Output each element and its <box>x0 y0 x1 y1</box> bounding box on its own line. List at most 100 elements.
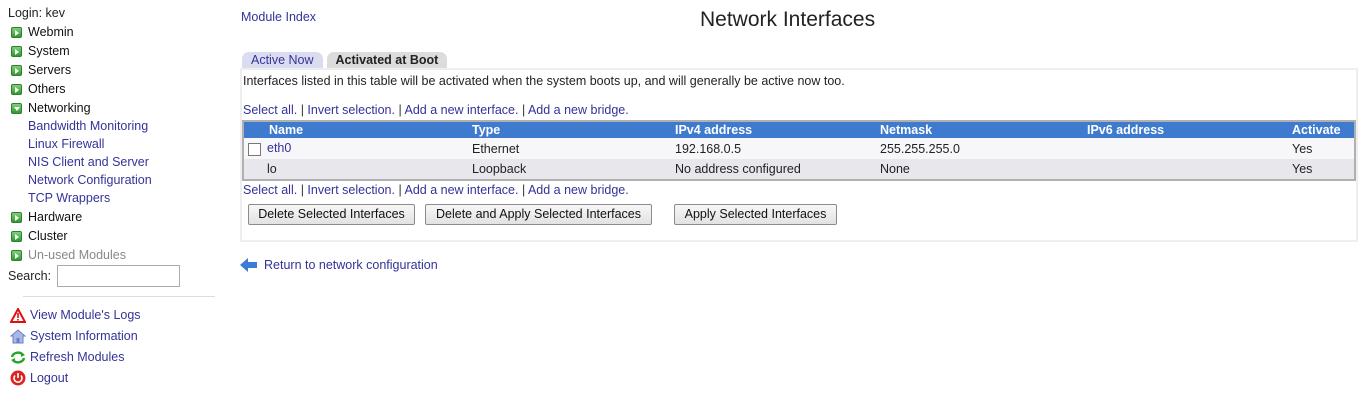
row-checkbox[interactable] <box>248 142 261 156</box>
power-icon <box>10 370 26 386</box>
category-cluster[interactable]: Cluster <box>11 227 68 245</box>
category-unused-modules[interactable]: Un-used Modules <box>11 246 126 264</box>
category-webmin[interactable]: Webmin <box>11 23 74 41</box>
cell-ipv6 <box>1083 159 1288 180</box>
refresh-modules-link[interactable]: Refresh Modules <box>10 349 125 365</box>
column-header-name: Name <box>243 121 468 138</box>
cell-ipv4: No address configured <box>671 159 876 180</box>
refresh-icon <box>10 349 26 365</box>
expand-icon <box>11 230 22 242</box>
divider <box>23 296 215 297</box>
sidebar-item-bandwidth-monitoring[interactable]: Bandwidth Monitoring <box>28 119 149 133</box>
cell-ipv4: 192.168.0.5 <box>671 138 876 159</box>
separator: | <box>300 183 308 197</box>
category-label: System <box>28 44 70 58</box>
category-label: Webmin <box>28 25 74 39</box>
tab-activated-at-boot[interactable]: Activated at Boot <box>326 52 448 69</box>
separator: | <box>521 103 528 117</box>
expand-icon <box>11 64 22 76</box>
separator: | <box>398 183 405 197</box>
cell-name: lo <box>243 159 468 180</box>
expand-icon <box>11 211 22 223</box>
cell-type: Ethernet <box>468 138 671 159</box>
page-title: Network Interfaces <box>700 8 876 31</box>
search-label: Search: <box>8 269 52 283</box>
select-all-link[interactable]: Select all. <box>243 103 298 117</box>
category-label: Networking <box>28 101 91 115</box>
column-header-ipv4: IPv4 address <box>671 121 876 138</box>
interface-link-eth0[interactable]: eth0 <box>267 141 292 156</box>
logout-link[interactable]: Logout <box>10 370 68 386</box>
tab-active-now[interactable]: Active Now <box>242 52 323 69</box>
cell-netmask: 255.255.255.0 <box>876 138 1083 159</box>
interface-name-lo: lo <box>267 162 277 176</box>
separator: | <box>300 103 308 117</box>
separator: | <box>398 103 405 117</box>
link-label: System Information <box>30 329 138 343</box>
action-links-top: Select all. | Invert selection. | Add a … <box>243 103 629 117</box>
category-system[interactable]: System <box>11 42 70 60</box>
column-header-ipv6: IPv6 address <box>1083 121 1288 138</box>
add-bridge-link[interactable]: Add a new bridge. <box>527 183 629 197</box>
category-servers[interactable]: Servers <box>11 61 71 79</box>
separator: | <box>521 183 528 197</box>
apply-selected-button[interactable]: Apply Selected Interfaces <box>674 204 837 225</box>
table-header-row: Name Type IPv4 address Netmask IPv6 addr… <box>243 121 1355 138</box>
login-label: Login: kev <box>8 6 65 20</box>
home-icon <box>10 328 26 344</box>
add-interface-link[interactable]: Add a new interface. <box>404 183 519 197</box>
expand-icon <box>11 45 22 57</box>
cell-netmask: None <box>876 159 1083 180</box>
main-content: Module Index Network Interfaces Active N… <box>240 0 1365 416</box>
delete-selected-button[interactable]: Delete Selected Interfaces <box>248 204 415 225</box>
add-bridge-link[interactable]: Add a new bridge. <box>527 103 629 117</box>
table-row: eth0 Ethernet 192.168.0.5 255.255.255.0 … <box>243 138 1355 159</box>
cell-activate: Yes <box>1288 159 1355 180</box>
category-label: Servers <box>28 63 72 77</box>
tab-bar: Active Now Activated at Boot <box>242 52 451 69</box>
category-others[interactable]: Others <box>11 80 66 98</box>
sidebar-item-linux-firewall[interactable]: Linux Firewall <box>28 137 105 151</box>
category-label: Un-used Modules <box>28 248 126 262</box>
search-input[interactable] <box>57 265 181 287</box>
category-label: Hardware <box>28 210 83 224</box>
collapse-icon <box>11 102 22 114</box>
module-index-link[interactable]: Module Index <box>241 10 317 24</box>
tab-panel: Interfaces listed in this table will be … <box>240 68 1358 242</box>
category-label: Others <box>28 82 66 96</box>
category-networking[interactable]: Networking <box>11 99 91 117</box>
sidebar-item-tcp-wrappers[interactable]: TCP Wrappers <box>28 191 111 205</box>
cell-ipv6 <box>1083 138 1288 159</box>
category-label: Cluster <box>28 229 68 243</box>
back-arrow-icon <box>240 257 258 273</box>
panel-description: Interfaces listed in this table will be … <box>243 74 845 88</box>
return-link[interactable]: Return to network configuration <box>240 257 438 273</box>
column-header-type: Type <box>468 121 671 138</box>
sidebar-item-network-configuration[interactable]: Network Configuration <box>28 173 152 187</box>
link-label: Refresh Modules <box>30 350 125 364</box>
cell-name: eth0 <box>243 138 468 159</box>
column-header-netmask: Netmask <box>876 121 1083 138</box>
cell-type: Loopback <box>468 159 671 180</box>
add-interface-link[interactable]: Add a new interface. <box>404 103 519 117</box>
interfaces-table: Name Type IPv4 address Netmask IPv6 addr… <box>242 120 1356 181</box>
column-header-activate: Activate <box>1288 121 1355 138</box>
warning-icon <box>10 307 26 323</box>
system-information-link[interactable]: System Information <box>10 328 138 344</box>
link-label: View Module's Logs <box>30 308 141 322</box>
delete-apply-selected-button[interactable]: Delete and Apply Selected Interfaces <box>425 204 652 225</box>
cell-activate: Yes <box>1288 138 1355 159</box>
action-links-bottom: Select all. | Invert selection. | Add a … <box>243 183 629 197</box>
invert-selection-link[interactable]: Invert selection. <box>307 103 395 117</box>
return-link-label: Return to network configuration <box>264 258 438 272</box>
select-all-link[interactable]: Select all. <box>243 183 298 197</box>
expand-icon <box>11 249 22 261</box>
expand-icon <box>11 83 22 95</box>
view-module-logs-link[interactable]: View Module's Logs <box>10 307 141 323</box>
sidebar-item-nis-client-server[interactable]: NIS Client and Server <box>28 155 149 169</box>
expand-icon <box>11 26 22 38</box>
invert-selection-link[interactable]: Invert selection. <box>307 183 395 197</box>
table-row: lo Loopback No address configured None Y… <box>243 159 1355 180</box>
category-hardware[interactable]: Hardware <box>11 208 82 226</box>
link-label: Logout <box>30 371 69 385</box>
